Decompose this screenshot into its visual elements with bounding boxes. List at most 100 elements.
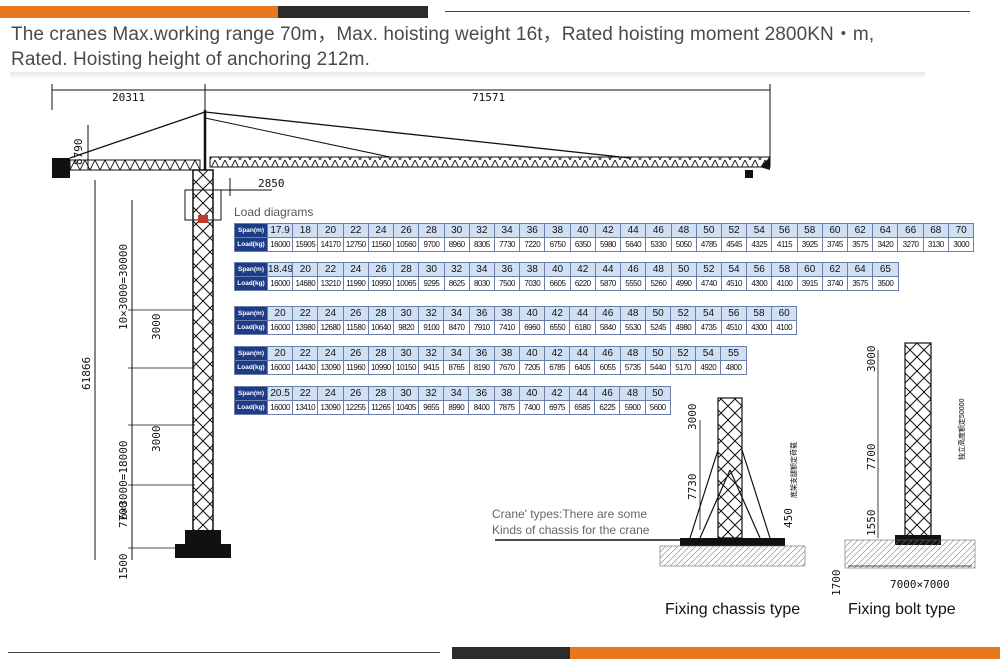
bolt-dim-low: 1550 [865,510,878,537]
span-cell: 44 [620,223,647,238]
load-cell: 15905 [292,237,319,252]
bolt-dim-top: 3000 [865,346,878,373]
load-cell: 16000 [266,237,294,252]
load-cell: 3420 [872,237,899,252]
span-cell: 30 [392,386,420,401]
span-cell: 22 [292,346,319,361]
load-cell: 9700 [418,237,445,252]
span-cell: 26 [342,306,369,321]
span-cell: 46 [594,346,621,361]
load-cell: 3740 [821,276,849,291]
span-cell: 56 [720,306,747,321]
load-cell: 10990 [367,360,394,375]
load-cell: 7030 [519,276,546,291]
top-dimensions: 20311 71571 8790 [51,84,771,170]
span-cell: 62 [821,262,849,277]
top-accent-bar [0,6,278,18]
dim-jib: 71571 [472,91,505,104]
span-cell: 42 [544,346,571,361]
load-row-label: Load(kg) [234,400,268,415]
headline: The cranes Max.working range 70m，Max. ho… [11,22,986,72]
span-cell: 46 [620,262,647,277]
span-cell: 55 [720,346,747,361]
load-cell: 8470 [443,320,470,335]
caption-chassis: Fixing chassis type [665,601,801,618]
span-cell: 44 [569,346,596,361]
span-cell: 36 [493,262,521,277]
load-cell: 6550 [544,320,571,335]
load-cell: 4740 [695,276,722,291]
span-cell: 34 [493,223,521,238]
load-cell: 10065 [393,276,420,291]
span-cell: 46 [594,306,621,321]
bottom-rule [8,652,440,653]
span-cell: 70 [947,223,975,238]
span-cell: 54 [746,223,773,238]
load-cell: 14680 [292,276,319,291]
load-cell: 5330 [645,237,672,252]
load-cell: 3270 [897,237,924,252]
load-cell: 14430 [292,360,319,375]
load-cell: 9820 [393,320,420,335]
load-cell: 11265 [367,400,394,415]
load-cell: 6055 [594,360,621,375]
load-cell: 8765 [443,360,470,375]
load-cell: 8400 [468,400,495,415]
span-cell: 42 [543,386,571,401]
load-cell: 7220 [519,237,546,252]
span-cell: 40 [518,346,546,361]
load-cell: 8305 [468,237,495,252]
load-cell: 4785 [695,237,722,252]
span-cell: 28 [418,223,445,238]
span-cell: 20 [292,262,319,277]
span-cell: 32 [418,386,445,401]
load-cell: 11990 [342,276,369,291]
span-cell: 26 [393,223,420,238]
load-cell: 10640 [367,320,395,335]
load-cell: 8190 [468,360,495,375]
height-dimensions: 61866 10×3000=30000 6×3000=18000 3000 30… [80,180,195,580]
span-cell: 66 [897,223,924,238]
span-cell: 36 [468,346,495,361]
load-cell: 3130 [922,237,949,252]
load-cell: 12680 [317,320,344,335]
load-cell: 10150 [392,360,420,375]
chassis-dim-top: 3000 [686,404,699,431]
span-cell: 44 [569,306,596,321]
span-cell: 48 [619,386,646,401]
span-cell: 24 [317,386,344,401]
span-cell: 40 [518,386,545,401]
load-cell: 7400 [518,400,545,415]
span-cell: 38 [544,223,571,238]
span-cell: 64 [847,262,874,277]
span-cell: 42 [544,306,571,321]
span-cell: 60 [796,262,823,277]
load-cell: 6960 [519,320,546,335]
load-cell: 3575 [847,237,874,252]
load-row-label: Load(kg) [234,360,268,375]
load-cell: 7670 [493,360,520,375]
span-cell: 26 [342,386,369,401]
span-cell: 38 [493,386,520,401]
load-cell: 8960 [443,237,470,252]
load-cell: 7205 [518,360,546,375]
span-cell: 40 [544,262,571,277]
span-cell: 20.5 [266,386,294,401]
bolt-dim-footing: 1700 [830,570,843,597]
load-cell: 6405 [569,360,596,375]
load-cell: 3000 [947,237,975,252]
span-cell: 38 [493,306,521,321]
load-cell: 4115 [771,237,798,252]
load-cell: 16000 [266,400,294,415]
span-cell: 18 [292,223,319,238]
load-row-label: Load(kg) [234,237,268,252]
load-cell: 6975 [543,400,571,415]
load-cell: 13090 [317,400,344,415]
span-cell: 50 [644,386,671,401]
